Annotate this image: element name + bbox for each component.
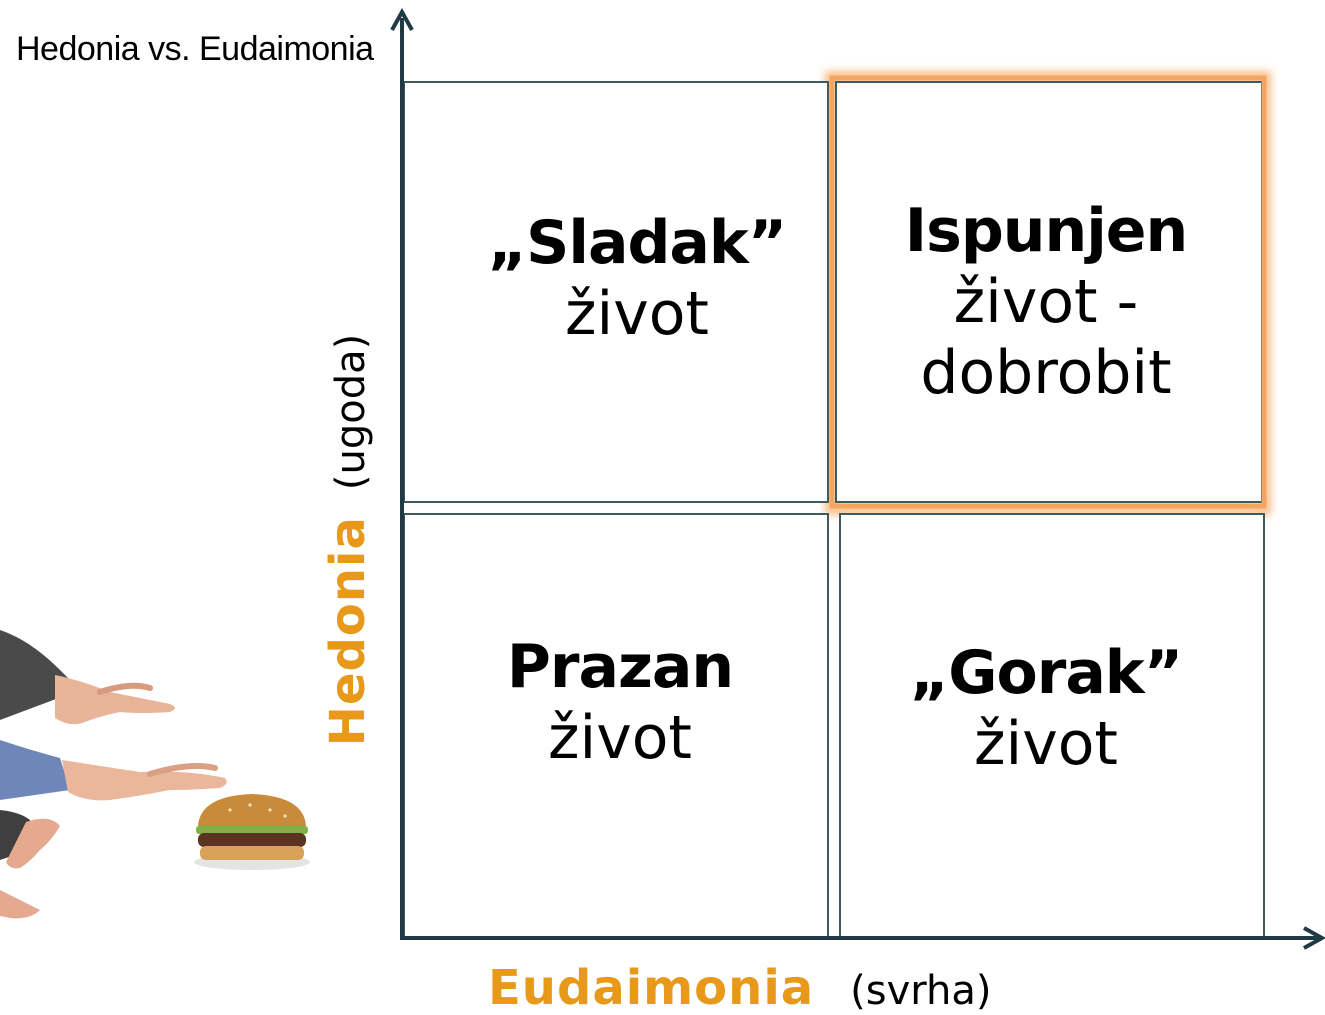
quadrant-bottom-right-title: „Gorak” bbox=[909, 638, 1183, 708]
y-axis-arrowhead bbox=[390, 7, 414, 31]
quadrant-top-left-subtitle: život bbox=[565, 278, 709, 349]
x-axis-note: (svrha) bbox=[850, 968, 992, 1014]
quadrant-top-right-subtitle: život - bbox=[953, 266, 1139, 337]
x-axis-label: Eudaimonia (svrha) bbox=[488, 960, 992, 1015]
quadrant-bottom-right-box bbox=[839, 513, 1265, 939]
x-axis-name: Eudaimonia bbox=[488, 960, 815, 1015]
quadrant-top-right-subtitle-2: dobrobit bbox=[920, 337, 1172, 408]
highlight-border bbox=[829, 75, 1267, 509]
hands-reaching-for-burger-icon bbox=[0, 630, 310, 919]
quadrant-bottom-left: Prazan život bbox=[404, 632, 836, 774]
quadrant-bottom-right: „Gorak” život bbox=[840, 638, 1252, 780]
quadrant-bottom-left-box bbox=[403, 513, 829, 939]
quadrant-top-left-title: „Sladak” bbox=[487, 208, 787, 278]
x-axis-arrowhead bbox=[1303, 926, 1325, 950]
quadrant-bottom-left-subtitle: život bbox=[548, 702, 692, 773]
y-axis-note: (ugoda) bbox=[328, 333, 374, 491]
quadrant-top-right-box bbox=[835, 81, 1263, 503]
quadrant-top-right-title: Ispunjen bbox=[904, 196, 1188, 266]
quadrant-top-right: Ispunjen život - dobrobit bbox=[836, 196, 1256, 408]
slide-title: Hedonia vs. Eudaimonia bbox=[16, 30, 374, 68]
quadrant-bottom-right-subtitle: život bbox=[974, 708, 1118, 779]
quadrant-bottom-left-title: Prazan bbox=[506, 632, 734, 702]
quadrant-top-left: „Sladak” život bbox=[404, 208, 870, 350]
quadrant-top-left-box bbox=[403, 81, 829, 503]
